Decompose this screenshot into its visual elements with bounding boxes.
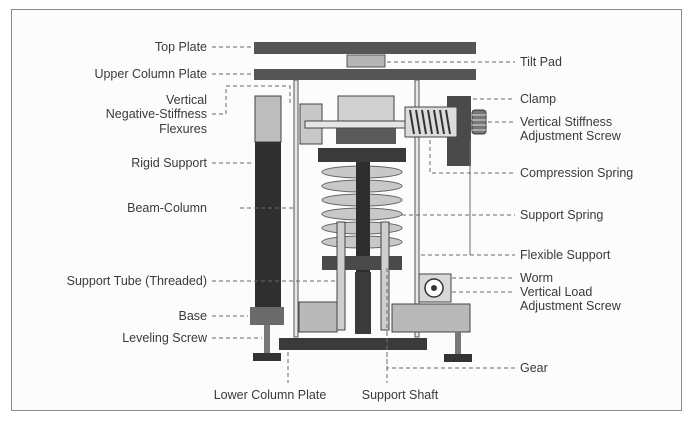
label-worm: Worm — [520, 271, 553, 285]
tilt-pad-shape — [346, 54, 386, 68]
horizontal-spring-coils — [409, 109, 451, 135]
rigid-support-upper — [254, 95, 282, 143]
label-vs-adjust-line1: Vertical Stiffness — [520, 115, 612, 129]
label-vl-adjust-line1: Vertical Load — [520, 285, 592, 299]
top-plate-shape — [254, 42, 476, 54]
base-left-foot — [250, 307, 284, 325]
label-base: Base — [179, 309, 208, 323]
leveling-screw-right-stem — [455, 332, 461, 354]
base-right-block — [391, 303, 471, 333]
label-lower-column-plate: Lower Column Plate — [214, 388, 327, 402]
beam-column-right — [414, 79, 420, 338]
lower-column-plate-shape — [279, 338, 427, 350]
worm-gear-hub — [431, 285, 437, 291]
beam-column-left — [293, 79, 299, 338]
label-gear: Gear — [520, 361, 548, 375]
upper-column-plate-shape — [254, 69, 476, 80]
label-top-plate: Top Plate — [155, 40, 207, 54]
stiffness-screw-knob — [471, 109, 487, 135]
rigid-support-column — [255, 142, 281, 312]
label-leveling-screw: Leveling Screw — [122, 331, 208, 345]
support-tube-left — [336, 221, 346, 331]
label-support-tube: Support Tube (Threaded) — [67, 274, 207, 288]
label-vertical-flexures-line2: Negative-Stiffness — [106, 107, 207, 121]
label-clamp: Clamp — [520, 92, 556, 106]
label-support-shaft: Support Shaft — [362, 388, 439, 402]
label-beam-column: Beam-Column — [127, 201, 207, 215]
base-left-block — [298, 301, 338, 333]
leveling-screw-left-stem — [264, 325, 270, 353]
knob-ridges — [472, 114, 486, 131]
label-tilt-pad: Tilt Pad — [520, 55, 562, 69]
leveling-screw-left-foot — [253, 353, 281, 361]
label-upper-column-plate: Upper Column Plate — [94, 67, 207, 81]
mechanism-drawing — [250, 42, 487, 362]
label-vl-adjust-line2: Adjustment Screw — [520, 299, 622, 313]
label-rigid-support: Rigid Support — [131, 156, 207, 170]
support-tube-right — [380, 221, 390, 331]
label-vs-adjust-line2: Adjustment Screw — [520, 129, 622, 143]
leveling-screw-right-foot — [444, 354, 472, 362]
label-vertical-flexures-line3: Flexures — [159, 122, 207, 136]
labels-left: Top Plate Upper Column Plate Vertical Ne… — [67, 40, 439, 402]
center-top-block — [337, 95, 395, 123]
label-support-spring: Support Spring — [520, 208, 603, 222]
spring-cap-plate — [318, 148, 406, 162]
support-shaft-shape — [355, 272, 371, 334]
spring-bottom-plate — [322, 256, 402, 270]
label-compression-spring: Compression Spring — [520, 166, 633, 180]
spring-core — [356, 162, 370, 272]
labels-right: Tilt Pad Clamp Vertical Stiffness Adjust… — [520, 55, 633, 375]
label-vertical-flexures-line1: Vertical — [166, 93, 207, 107]
label-flexible-support: Flexible Support — [520, 248, 611, 262]
leader-lines — [212, 46, 515, 383]
